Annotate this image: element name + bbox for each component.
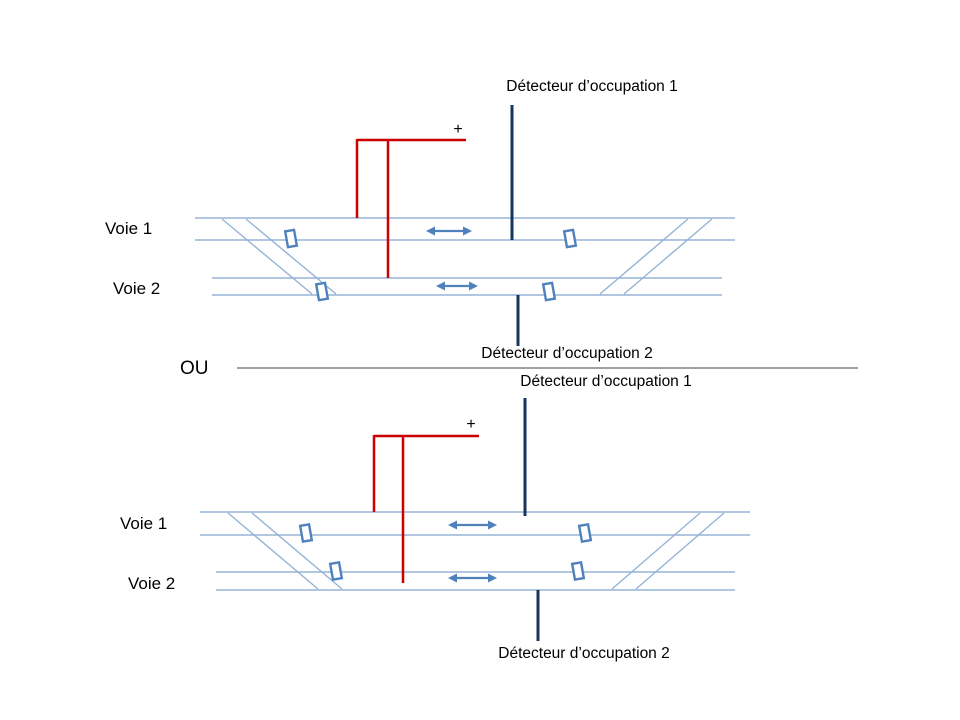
detector-lines-bottom [523,398,540,641]
insulators-bottom [298,522,593,582]
voie2-label: Voie 2 [113,279,160,298]
insulator-icon [314,281,330,302]
detector1-label: Détecteur d’occupation 1 [506,78,677,95]
arrows-top [426,226,478,291]
plus-sign: + [466,416,475,433]
crossover-right-line-2 [623,218,713,295]
arrow-heads-top [426,226,478,291]
crossover-left-line-2 [245,218,337,295]
insulator-icon [283,228,299,249]
labels-bottom: Détecteur d’occupation 1 + Voie 1 Voie 2… [120,373,692,662]
track-lines-top [195,217,735,296]
insulator-icon [570,560,586,582]
voie2-label: Voie 2 [128,574,175,593]
crossover-left-line-1 [221,218,313,295]
arrow-heads-bottom [448,520,497,583]
crossover-left-line-1 [227,512,319,590]
voie1-label: Voie 1 [120,514,167,533]
labels-top: Détecteur d’occupation 1 + Voie 1 Voie 2… [105,78,678,362]
insulator-icon [298,522,314,544]
crossover-right-line-1 [611,512,701,590]
or-label: OU [180,358,209,379]
detector-lines-top [510,105,520,346]
insulators-top [283,228,578,302]
feeder-lines-top [355,138,466,278]
insulator-icon [541,281,557,302]
arrow-head-icon [448,573,457,583]
crossover-left-line-2 [251,512,343,590]
detector1-label: Détecteur d’occupation 1 [520,373,691,390]
arrow-shafts-top [434,229,470,288]
arrow-head-icon [488,520,497,530]
feeder-lines-bottom [372,434,479,583]
arrow-head-icon [469,281,478,291]
diagram-top: Détecteur d’occupation 1 + Voie 1 Voie 2… [105,78,735,362]
arrow-head-icon [436,281,445,291]
insulator-icon [562,228,578,249]
insulator-icon [328,560,344,582]
detector2-label: Détecteur d’occupation 2 [498,645,669,662]
diagram-bottom: Détecteur d’occupation 1 + Voie 1 Voie 2… [120,373,750,662]
arrow-head-icon [463,226,472,236]
separator-row: OU [180,358,858,379]
insulator-icon [577,522,593,544]
track-lines-bottom [200,511,750,591]
arrow-head-icon [426,226,435,236]
arrows-bottom [448,520,497,583]
arrow-head-icon [448,520,457,530]
voie1-label: Voie 1 [105,219,152,238]
detector2-label: Détecteur d’occupation 2 [481,345,652,362]
arrow-shafts-bottom [456,523,489,580]
arrow-head-icon [488,573,497,583]
crossover-right-line-1 [599,218,689,295]
crossover-right-line-2 [635,512,725,590]
plus-sign: + [453,121,462,138]
